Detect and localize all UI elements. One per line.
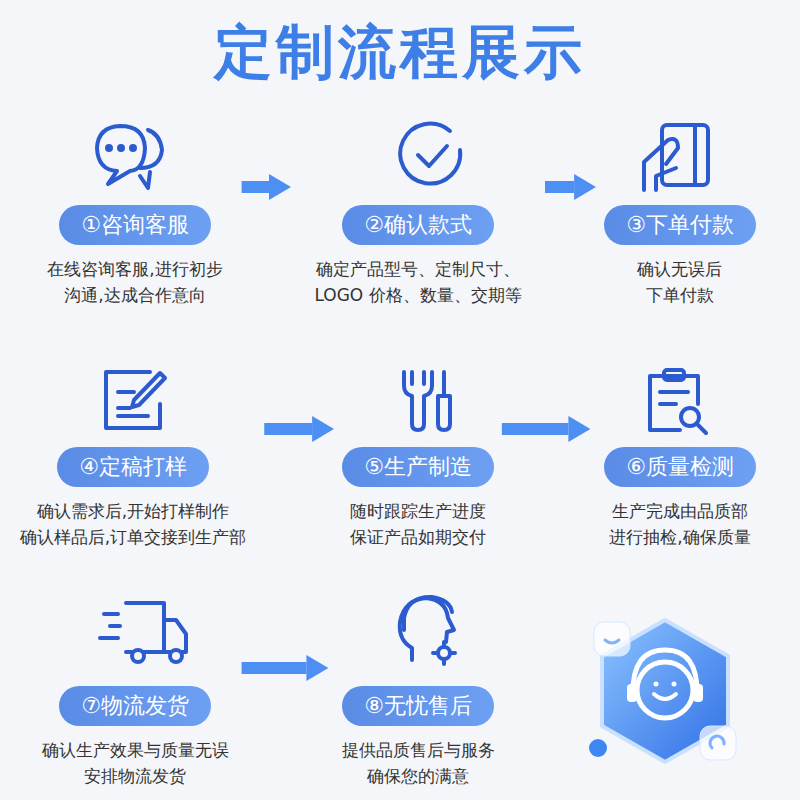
step-description: 在线咨询客服,进行初步 沟通,达成合作意向 [36, 256, 233, 308]
step-label: ⑥质量检测 [604, 447, 756, 487]
page-title: 定制流程展示 [0, 14, 800, 92]
step-label: ⑧无忧售后 [342, 686, 494, 726]
process-step: ⑤生产制造随时跟踪生产进度 保证产品如期交付 [342, 447, 494, 550]
step-description: 确认需求后,开始打样制作 确认样品后,订单交接到生产部 [10, 498, 257, 550]
inspection-icon [650, 370, 706, 433]
chat-icon [97, 126, 162, 188]
flow-arrow [242, 662, 307, 674]
step-description: 确认生产效果与质量无误 安排物流发货 [36, 737, 233, 789]
flow-arrow [264, 423, 312, 435]
payment-icon [644, 125, 708, 190]
step-label: ①咨询客服 [59, 205, 211, 245]
draft-icon [106, 372, 165, 428]
process-step: ⑦物流发货确认生产效果与质量无误 安排物流发货 [36, 686, 233, 789]
process-step: ⑥质量检测生产完成由品质部 进行抽检,确保质量 [598, 447, 761, 550]
process-step: ②确认款式确定产品型号、定制尺寸、LOGO 价格、数量、交期等 [299, 205, 537, 308]
step-label: ⑦物流发货 [59, 686, 211, 726]
check-icon [400, 124, 460, 184]
step-description: 提供品质售后与服务 确保您的满意 [336, 737, 499, 789]
service-icon [400, 597, 455, 664]
process-step: ④定稿打样确认需求后,开始打样制作 确认样品后,订单交接到生产部 [10, 447, 257, 550]
step-description: 生产完成由品质部 进行抽检,确保质量 [598, 498, 761, 550]
process-step: ③下单付款确认无误后 下单付款 [604, 205, 756, 308]
step-description: 确认无误后 下单付款 [632, 256, 727, 308]
truck-icon [100, 603, 186, 662]
step-description: 随时跟踪生产进度 保证产品如期交付 [345, 498, 491, 550]
flow-arrow [242, 181, 269, 193]
step-label: ⑤生产制造 [342, 447, 494, 487]
process-step: ①咨询客服在线咨询客服,进行初步 沟通,达成合作意向 [36, 205, 233, 308]
step-label: ②确认款式 [342, 205, 494, 245]
step-description: 确定产品型号、定制尺寸、LOGO 价格、数量、交期等 [299, 256, 537, 308]
step-label: ④定稿打样 [57, 447, 209, 487]
flow-arrow [502, 423, 569, 435]
process-step: ⑧无忧售后提供品质售后与服务 确保您的满意 [336, 686, 499, 789]
service-illustration [589, 620, 736, 762]
tools-icon [404, 372, 450, 430]
flow-arrow [545, 181, 574, 193]
step-label: ③下单付款 [604, 205, 756, 245]
